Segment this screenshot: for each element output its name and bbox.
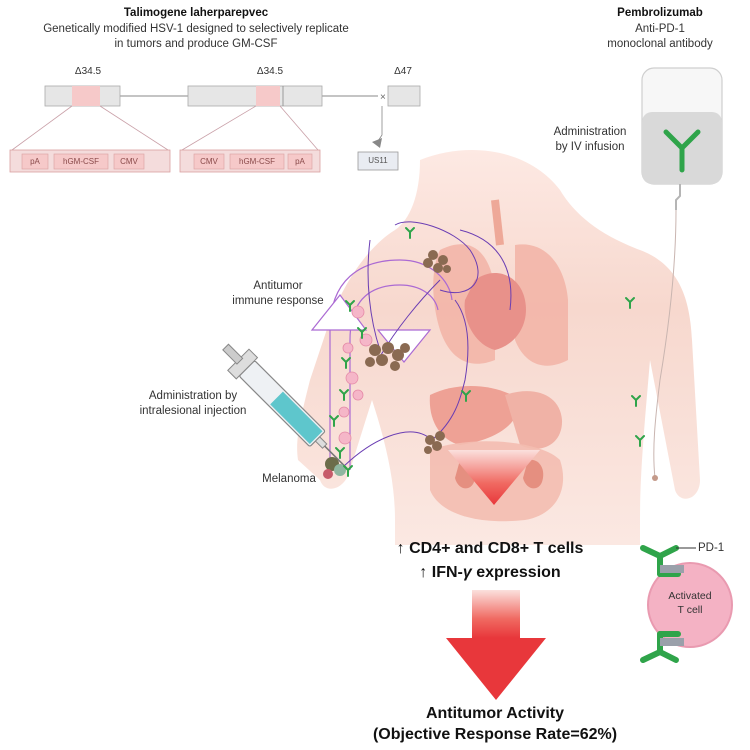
outcome-line2-gamma: γ <box>462 564 472 581</box>
injection-line2: intralesional injection <box>139 405 247 417</box>
outcome-arrow-final <box>446 590 546 700</box>
injection-line1: Administration by <box>148 390 238 402</box>
antibody-icon <box>345 300 355 312</box>
gene-left-pa: pA <box>30 157 40 166</box>
iv-bag <box>641 67 723 481</box>
antibody-icon <box>339 389 349 401</box>
marker-delta-34-5-mid: Δ34.5 <box>256 66 284 77</box>
immune-response-line1: Antitumor <box>253 280 303 292</box>
us11-box <box>357 151 399 171</box>
gene-us11: US11 <box>368 156 388 165</box>
tcell-line1: Activated <box>668 590 712 602</box>
pembro-title: Pembrolizumab <box>617 7 703 19</box>
outcome-arrow-torso <box>448 450 540 505</box>
gene-left-hgmcsf: hGM-CSF <box>63 157 99 166</box>
melanoma-lesion <box>323 457 346 479</box>
final-outcome-line2: (Objective Response Rate=62%) <box>372 726 618 743</box>
antibody-icon <box>329 415 339 427</box>
genome-segment-3 <box>387 85 421 107</box>
antibody-icon <box>405 227 415 239</box>
deletion-region-left <box>72 86 100 106</box>
outcome-line2-suffix: expression <box>471 564 561 581</box>
genome-map: × <box>9 85 421 173</box>
tumor-cluster-axilla <box>365 342 410 371</box>
deletion-region-mid <box>256 86 280 106</box>
iv-admin-line2: by IV infusion <box>555 141 625 153</box>
trachea <box>491 199 504 246</box>
tcell-line2: T cell <box>677 604 703 616</box>
antibody-icon <box>341 357 351 369</box>
syringe <box>222 343 348 470</box>
tumor-cluster-lung <box>423 250 451 273</box>
antibody-icon <box>631 395 641 407</box>
tumor-cluster-abdomen <box>424 431 445 454</box>
tvec-desc-line1: Genetically modified HSV-1 designed to s… <box>43 23 349 35</box>
stomach <box>505 391 563 449</box>
gene-right-pa: pA <box>295 157 305 166</box>
genome-segment-2 <box>187 85 323 107</box>
antibodies-small <box>329 227 645 477</box>
marker-delta-34-5-left: Δ34.5 <box>74 66 102 77</box>
outcome-line2: ↑ IFN-γ expression <box>340 564 640 582</box>
marker-delta-47: Δ47 <box>394 66 412 77</box>
pembro-line3: monoclonal antibody <box>607 38 713 50</box>
pembro-line2: Anti-PD-1 <box>635 23 685 35</box>
antibody-icon <box>625 297 635 309</box>
pd1-tcell-illustration <box>640 545 733 663</box>
iv-bag-antibody-icon <box>663 129 701 173</box>
gene-right-cmv: CMV <box>200 157 218 166</box>
activated-tcell <box>647 562 733 648</box>
melanoma-label: Melanoma <box>262 473 316 485</box>
liver <box>429 385 520 445</box>
tvec-desc-line2: in tumors and produce GM-CSF <box>114 38 278 50</box>
outcome-line2-prefix: ↑ IFN- <box>419 564 463 581</box>
right-lung <box>515 244 568 366</box>
immune-response-line2: immune response <box>232 295 324 307</box>
iv-admin-line1: Administration <box>553 126 627 138</box>
tvec-title: Talimogene laherparepvec <box>123 7 269 19</box>
gene-left-cmv: CMV <box>120 157 138 166</box>
antibody-icon <box>357 327 367 339</box>
pd1-label: PD-1 <box>698 542 725 554</box>
gene-right-hgmcsf: hGM-CSF <box>239 157 275 166</box>
final-outcome-line1: Antitumor Activity <box>425 705 565 722</box>
immune-cells-arm <box>338 305 373 445</box>
antibody-icon <box>343 465 353 477</box>
kidney-right <box>523 459 544 489</box>
antibody-icon <box>635 435 645 447</box>
antibody-icon <box>461 390 471 402</box>
outcome-line1: ↑ CD4+ and CD8+ T cells <box>396 540 584 557</box>
antibody-icon <box>335 447 345 459</box>
deletion-x-mark: × <box>380 92 386 103</box>
